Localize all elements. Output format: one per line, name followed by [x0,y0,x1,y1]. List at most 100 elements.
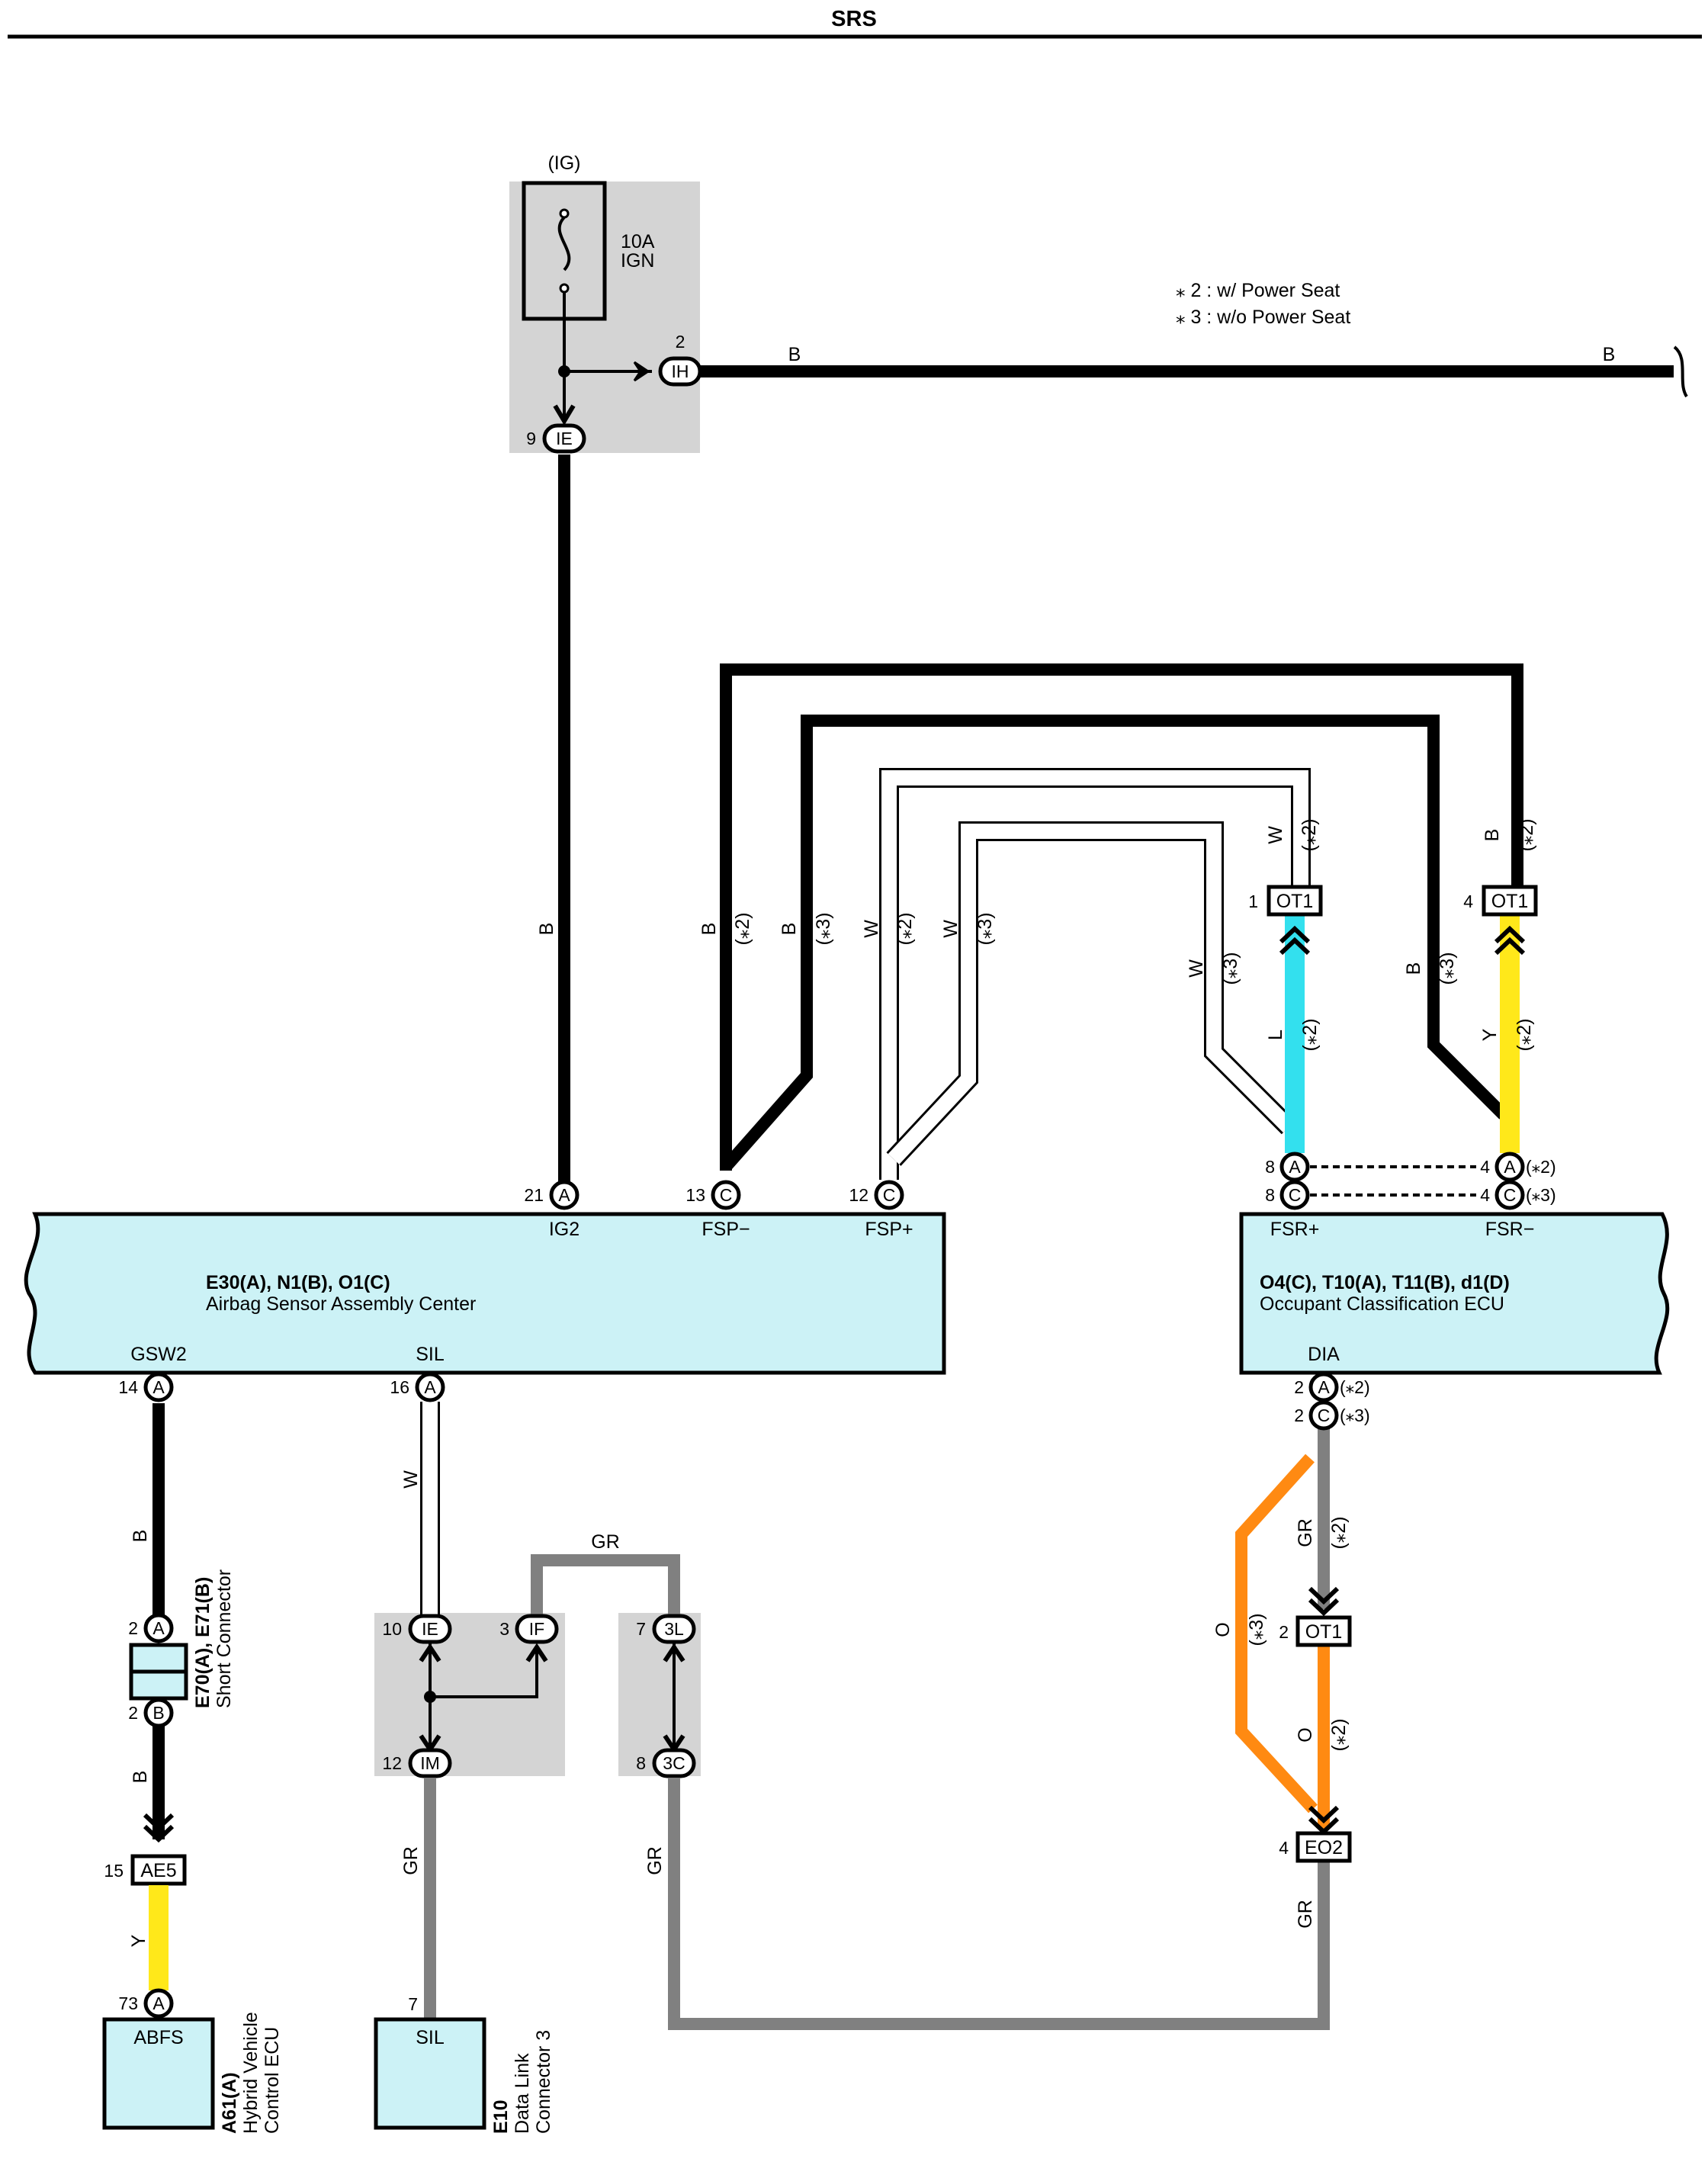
connector-ae5: AE5 15 [104,1854,187,1886]
arrow-3l-up [663,1643,685,1662]
connector-ot1-2: OT1 2 [1279,1615,1352,1647]
svg-text:2: 2 [1294,1377,1304,1397]
wire-label-b: B [779,923,800,936]
arrow-ae5 [143,1813,175,1843]
hybrid-ecu-name-1: Hybrid Vehicle [240,2012,262,2134]
svg-text:A: A [152,1993,165,2013]
pin-short-connector-b: B 2 [128,1698,174,1728]
pin-fsr-plus-a: A 8 [1265,1152,1310,1182]
term-fsr-plus: FSR+ [1270,1219,1320,1240]
svg-text:3: 3 [499,1619,509,1639]
wire-o-dia-eo2-s3 [1235,1454,1318,1813]
svg-text:IH: IH [672,361,689,381]
fuse-rating: 10A [621,231,655,252]
wire-label-s2: (⁎2) [1299,1018,1321,1051]
wire-label-gr: GR [400,1846,422,1875]
svg-text:C: C [1318,1405,1331,1425]
hybrid-ecu-name-2: Control ECU [262,2027,283,2134]
svg-text:16: 16 [390,1377,409,1397]
occupant-ecu-code: O4(C), T10(A), T11(B), d1(D) [1260,1272,1510,1293]
wire-label-s2: (⁎2) [1514,1018,1535,1051]
wire-label-s2: (⁎2) [1516,818,1537,851]
pin-fsr-minus-c: C 4 (⁎3) [1480,1180,1556,1210]
dlc3-name-1: Data Link [512,2053,533,2134]
svg-text:A: A [558,1185,570,1205]
airbag-sensor-assembly-box [24,1212,946,1375]
wire-label-s2: (⁎2) [1328,1516,1350,1549]
pin-short-connector-a: A 2 [128,1613,174,1643]
svg-text:7: 7 [636,1619,646,1639]
wire-label-y: Y [1479,1028,1501,1041]
fuse-element [557,216,571,271]
fuse-supply-label: (IG) [547,153,580,174]
note-power-seat: ⁎ 2 : w/ Power Seat [1176,280,1340,301]
fuse-terminal-top [559,208,570,219]
wire-gr-3c-eo2 [668,1778,1330,2030]
junction-pin-im: IM 12 [382,1748,452,1778]
junction-wire-splice-if [430,1646,538,1698]
wire-label-s3: (⁎3) [1220,952,1241,985]
svg-text:AE5: AE5 [140,1860,176,1881]
dlc3-name-2: Connector 3 [533,2030,554,2134]
svg-text:9: 9 [526,429,536,448]
wire-w-fsp-plus-s2 [879,768,1311,1180]
wire-label-b: B [1403,962,1424,975]
wire-label-gr: GR [644,1846,666,1875]
svg-text:A: A [152,1377,165,1397]
wire-label-b: B [536,923,557,936]
svg-text:FSP−: FSP− [702,1219,750,1240]
svg-text:73: 73 [118,1993,138,2013]
wire-gr-if-3l [531,1554,680,1618]
data-link-connector-3-box [374,2017,486,2130]
pin-dia-a: A 2 (⁎2) [1294,1372,1370,1402]
wire-label-s2: (⁎2) [732,912,753,945]
svg-text:C: C [1289,1185,1302,1205]
junction-pin-ie: IE 10 [382,1614,452,1644]
arrow-ot1-2 [1308,1586,1340,1617]
fuse-name: IGN [621,250,654,271]
pin-ig2: A 21 IG2 [524,1180,580,1240]
svg-text:1: 1 [1248,891,1258,911]
svg-text:2: 2 [1294,1405,1304,1425]
wire-label-y: Y [128,1934,149,1947]
svg-text:2: 2 [128,1618,138,1638]
svg-text:IM: IM [420,1753,440,1773]
wire-label-s2: (⁎2) [894,912,916,945]
svg-text:10: 10 [382,1619,402,1639]
svg-text:(⁎2): (⁎2) [1340,1377,1370,1397]
svg-text:OT1: OT1 [1305,1621,1343,1643]
svg-text:A: A [152,1618,165,1638]
pin-fsp-plus: C 12 FSP+ [849,1180,913,1240]
hybrid-vehicle-control-ecu-box [102,2017,215,2130]
wire-label-gr: GR [591,1531,620,1553]
term-dlc3-sil: SIL [416,2027,445,2048]
svg-text:B: B [152,1703,164,1723]
wire-label-o: O [1295,1727,1316,1742]
wire-label-b: B [1482,829,1503,842]
arrow-ie-top [553,404,576,426]
junction-pin-if: IF 3 [499,1614,559,1644]
short-connector-name: Short Connector [214,1569,235,1708]
pin-sil: A 16 [390,1372,445,1402]
arrow-ot1-1 [1279,925,1311,956]
svg-text:(⁎2): (⁎2) [1526,1157,1556,1177]
svg-text:4: 4 [1463,891,1473,911]
wire-label-b: B [130,1530,151,1543]
svg-text:8: 8 [636,1753,646,1773]
svg-text:OT1: OT1 [1491,891,1529,912]
arrow-if-up [525,1643,548,1662]
term-dia: DIA [1308,1344,1340,1365]
svg-text:A: A [1289,1157,1301,1177]
svg-text:C: C [720,1185,733,1205]
wire-w-fsp-plus-s3 [886,821,1296,1166]
junction-pin-ih: IH 2 [658,332,702,387]
svg-text:8: 8 [1265,1157,1275,1177]
wire-break-mark [1673,345,1688,398]
term-abfs: ABFS [133,2027,183,2048]
arrow-ie-up [419,1643,441,1662]
svg-text:IF: IF [529,1619,544,1639]
connector-ot1-4: OT1 4 [1463,885,1538,917]
wire-label-s3: (⁎3) [813,912,834,945]
pin-gsw2: A 14 [118,1372,174,1402]
svg-text:2: 2 [128,1703,138,1723]
